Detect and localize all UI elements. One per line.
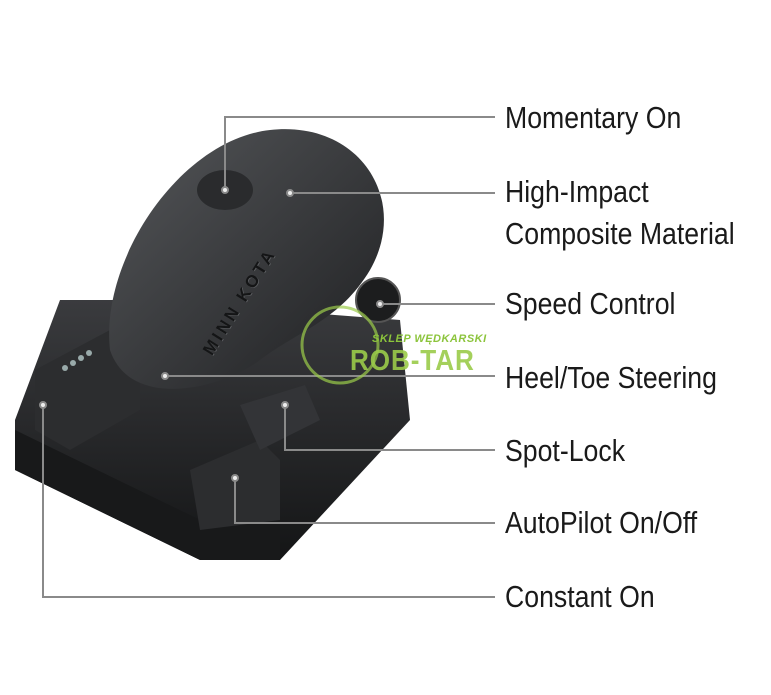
pedal-top [109, 129, 384, 389]
callout-momentary-on: Momentary On [505, 100, 682, 135]
callout-autopilot: AutoPilot On/Off [505, 505, 698, 540]
indicator-leds [62, 350, 92, 371]
callout-composite-material: Composite Material [505, 216, 735, 251]
callout-speed-control: Speed Control [505, 286, 676, 321]
callout-constant-on: Constant On [505, 579, 655, 614]
left-button-block [35, 330, 140, 450]
callout-line-constant-on [42, 405, 495, 598]
watermark-title: ROB-TAR [350, 345, 475, 377]
callout-heel-toe-steering: Heel/Toe Steering [505, 360, 717, 395]
speed-control-dial [355, 277, 401, 323]
callout-line-momentary-on [224, 116, 495, 190]
watermark-logo-icon [300, 305, 380, 385]
callout-line-autopilot [234, 478, 495, 524]
callout-high-impact: High-Impact [505, 174, 649, 209]
callout-spot-lock: Spot-Lock [505, 433, 626, 468]
callout-line-spot-lock [284, 405, 495, 451]
watermark-subtitle: SKLEP WĘDKARSKI [372, 333, 487, 345]
callout-lines [39, 116, 495, 598]
spot-lock-button-block [240, 385, 320, 450]
